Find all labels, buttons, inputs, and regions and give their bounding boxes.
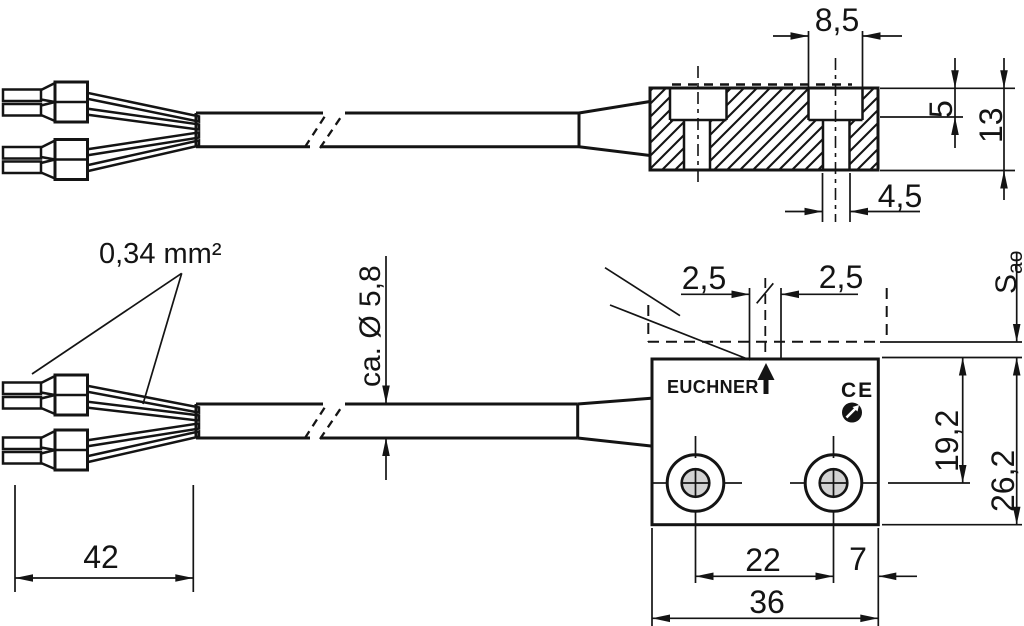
cable-assembly-front-view: 0,34 mm² 42 ca. Ø 5,8 (1, 238, 652, 592)
leader-line (142, 273, 183, 405)
wire-ferrule-pair (1, 428, 89, 472)
dim-body-height-front: 26,2 (882, 357, 1022, 526)
cable-jacket (194, 396, 652, 448)
dim-switching-distance: Sao (990, 251, 1024, 342)
wire (84, 383, 201, 465)
dim-label: 22 (745, 542, 781, 578)
dim-hole-diameter: 4,5 (785, 173, 922, 222)
dim-label: 7 (849, 541, 867, 577)
active-face-arrow-icon (757, 363, 775, 394)
dim-label: 8,5 (815, 2, 859, 38)
cable-break-mark (319, 113, 344, 149)
dim-cable-stripped-length: 42 (14, 485, 195, 592)
approach-leader-line (609, 304, 751, 361)
sao-label: Sao (990, 251, 1024, 294)
leader-line (31, 272, 183, 375)
hole-shaft-left (684, 120, 710, 170)
wire-ferrule-pair (1, 373, 89, 417)
cable-break-mark (319, 404, 344, 440)
dim-label: 36 (749, 584, 785, 620)
side-view-body (648, 58, 880, 222)
cable-break-mark (304, 112, 328, 148)
dim-hole-to-edge: 7 (849, 541, 917, 581)
dim-hole-spacing: 22 (651, 511, 880, 626)
dim-counterbore-width: 8,5 (773, 2, 902, 90)
dim-label: 4,5 (878, 178, 922, 214)
cable-break-mark (304, 403, 328, 439)
cable-jacket (194, 100, 651, 157)
wire-cross-section-callout: 0,34 mm² (31, 238, 222, 405)
dim-label: 26,2 (985, 450, 1021, 512)
cable-diameter-label: ca. Ø 5,8 (354, 265, 387, 387)
dim-label: 5 (923, 100, 959, 118)
dim-cable-diameter: ca. Ø 5,8 (354, 256, 390, 480)
cable-assembly-side-view (1, 80, 651, 181)
dim-body-height-side: 13 (880, 58, 1015, 200)
mounting-hole-right (790, 436, 877, 513)
dim-label: 19,2 (929, 410, 965, 472)
dim-label: 42 (83, 539, 119, 575)
dim-body-width: 36 (652, 584, 879, 623)
wire-ferrule-pair (1, 80, 89, 124)
wire-ferrule-pair (1, 138, 89, 181)
actuator-outline (604, 266, 1022, 361)
euchner-logo: EUCHNER (667, 377, 759, 397)
approach-leader-line (604, 266, 681, 317)
centerline-tick (756, 282, 774, 304)
dim-label: 13 (973, 107, 1009, 143)
dim-hole-center-from-top: 19,2 (882, 356, 1022, 484)
dim-label: 2,5 (819, 259, 863, 295)
wire-cross-section-label: 0,34 mm² (99, 238, 222, 270)
front-view-body: EUCHNER CE (650, 357, 880, 527)
dim-counterbore-depth: 5 (880, 58, 1015, 148)
dim-center-offsets: 2,5 2,5 (681, 259, 863, 359)
certification-mark-icon (842, 402, 862, 423)
wire (84, 90, 201, 174)
dim-label: 2,5 (682, 260, 726, 296)
ce-mark: CE (841, 379, 874, 402)
